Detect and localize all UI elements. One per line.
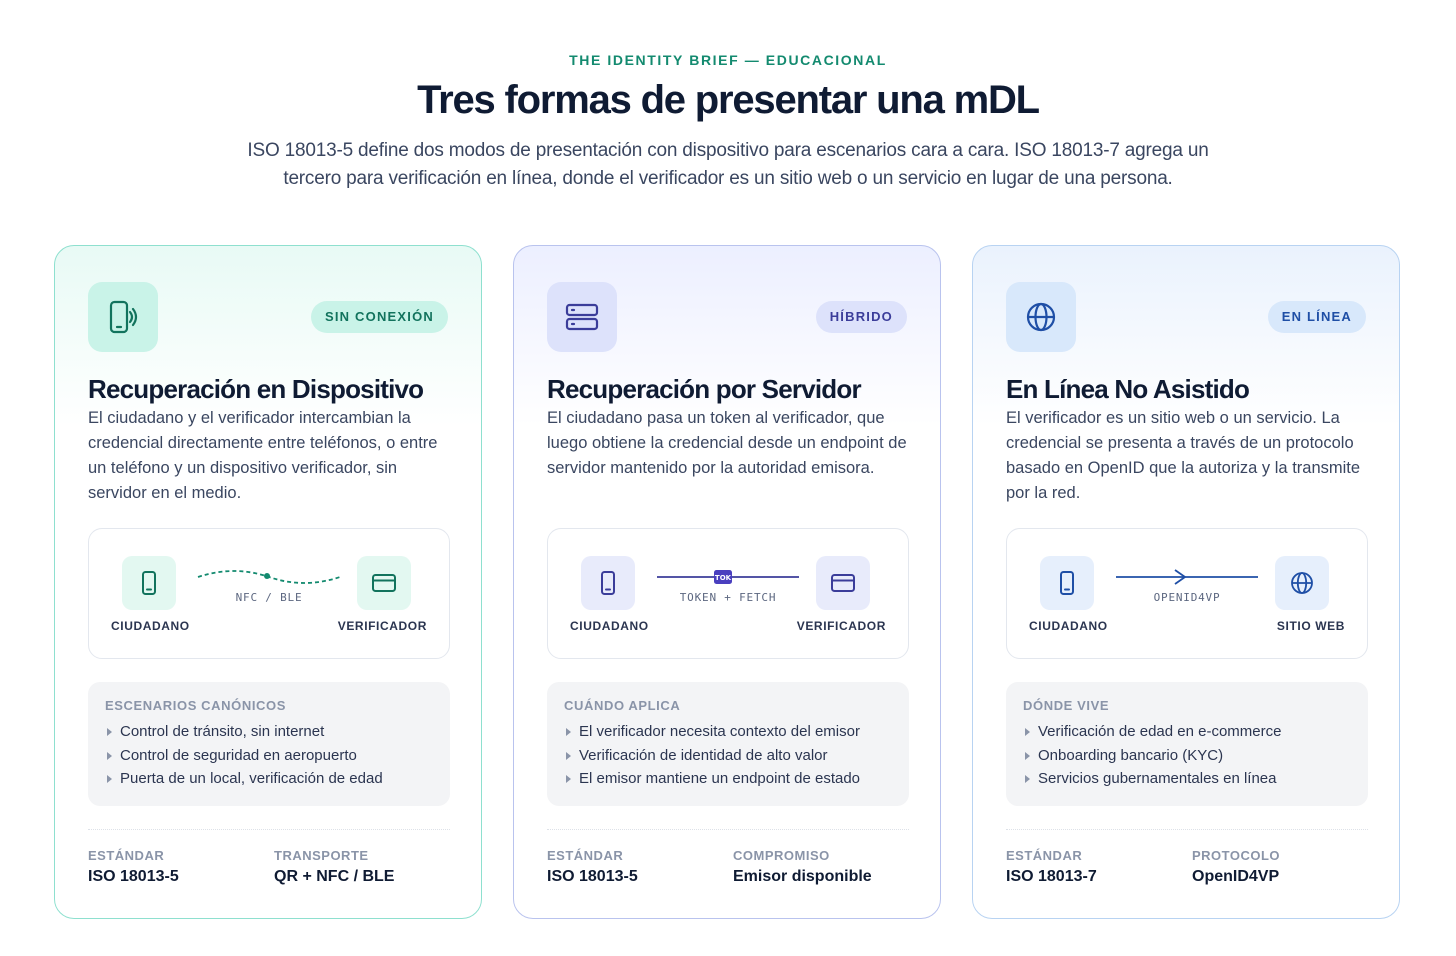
list-item: Servicios gubernamentales en línea bbox=[1023, 767, 1281, 791]
meta-key: ESTÁNDAR bbox=[547, 848, 624, 863]
phone-icon bbox=[581, 556, 635, 610]
meta-key: TRANSPORTE bbox=[274, 848, 369, 863]
card-description: El ciudadano y el verificador intercambi… bbox=[88, 409, 438, 502]
phone-icon bbox=[1040, 556, 1094, 610]
list-item: Control de tránsito, sin internet bbox=[105, 720, 383, 744]
card-title: En Línea No Asistido bbox=[1006, 374, 1250, 404]
page-title: Tres formas de presentar una mDL bbox=[417, 78, 1040, 122]
meta-value: OpenID4VP bbox=[1192, 868, 1280, 885]
meta-key: COMPROMISO bbox=[733, 848, 830, 863]
meta-value: ISO 18013-7 bbox=[1006, 868, 1097, 885]
meta-protocol: PROTOCOLO OpenID4VP bbox=[1192, 848, 1280, 886]
meta-value: ISO 18013-5 bbox=[547, 868, 638, 885]
meta-transport: TRANSPORTE QR + NFC / BLE bbox=[274, 848, 394, 886]
meta-value: Emisor disponible bbox=[733, 868, 872, 885]
divider bbox=[547, 829, 909, 830]
node-label-citizen: CIUDADANO bbox=[570, 619, 649, 633]
list-item: Onboarding bancario (KYC) bbox=[1023, 744, 1281, 768]
meta-commitment: COMPROMISO Emisor disponible bbox=[733, 848, 872, 886]
scenarios-list: Control de tránsito, sin internet Contro… bbox=[105, 720, 383, 791]
phone-nfc-icon bbox=[88, 282, 158, 352]
scenarios-box: ESCENARIOS CANÓNICOS Control de tránsito… bbox=[88, 682, 450, 806]
eyebrow-label: THE IDENTITY BRIEF — EDUCACIONAL bbox=[569, 52, 887, 68]
status-badge: SIN CONEXIÓN bbox=[310, 301, 448, 333]
status-badge: HÍBRIDO bbox=[815, 301, 907, 333]
card-icon bbox=[357, 556, 411, 610]
link-label: TOKEN + FETCH bbox=[679, 591, 777, 604]
meta-key: ESTÁNDAR bbox=[1006, 848, 1083, 863]
scenarios-title: DÓNDE VIVE bbox=[1023, 698, 1110, 713]
link-label: NFC / BLE bbox=[235, 591, 303, 604]
scenarios-box: DÓNDE VIVE Verificación de edad en e-com… bbox=[1006, 682, 1368, 806]
card-title: Recuperación en Dispositivo bbox=[88, 374, 424, 404]
token-connection-line bbox=[657, 570, 799, 584]
card-device-retrieval: SIN CONEXIÓN Recuperación en Dispositivo… bbox=[54, 245, 482, 919]
list-item: Puerta de un local, verificación de edad bbox=[105, 767, 383, 791]
node-label-citizen: CIUDADANO bbox=[111, 619, 190, 633]
node-label-verifier: VERIFICADOR bbox=[337, 619, 427, 633]
meta-key: PROTOCOLO bbox=[1192, 848, 1281, 863]
list-item: Control de seguridad en aeropuerto bbox=[105, 744, 383, 768]
scenarios-list: Verificación de edad en e-commerce Onboa… bbox=[1023, 720, 1281, 791]
list-item: Verificación de identidad de alto valor bbox=[564, 744, 860, 768]
dashed-connection-line bbox=[197, 570, 341, 584]
scenarios-box: CUÁNDO APLICA El verificador necesita co… bbox=[547, 682, 909, 806]
scenarios-list: El verificador necesita contexto del emi… bbox=[564, 720, 860, 791]
card-title: Recuperación por Servidor bbox=[547, 374, 862, 404]
server-icon bbox=[547, 282, 617, 352]
card-online-unattended: EN LÍNEA En Línea No Asistido El verific… bbox=[972, 245, 1400, 919]
flow-diagram: TOK TOKEN + FETCH CIUDADANO VERIFICADOR bbox=[547, 528, 909, 659]
link-label: OPENID4VP bbox=[1153, 591, 1221, 604]
page-subtitle: ISO 18013-5 define dos modos de presenta… bbox=[247, 140, 1209, 189]
globe-icon bbox=[1275, 556, 1329, 610]
node-label-verifier: VERIFICADOR bbox=[796, 619, 886, 633]
status-badge: EN LÍNEA bbox=[1267, 301, 1366, 333]
meta-standard: ESTÁNDAR ISO 18013-7 bbox=[1006, 848, 1097, 886]
flow-diagram: OPENID4VP CIUDADANO SITIO WEB bbox=[1006, 528, 1368, 659]
list-item: El emisor mantiene un endpoint de estado bbox=[564, 767, 860, 791]
node-label-website: SITIO WEB bbox=[1276, 619, 1345, 633]
token-tag-text: TOK bbox=[715, 574, 732, 582]
node-label-citizen: CIUDADANO bbox=[1029, 619, 1108, 633]
card-icon bbox=[816, 556, 870, 610]
list-item: Verificación de edad en e-commerce bbox=[1023, 720, 1281, 744]
arrow-connection-line bbox=[1116, 569, 1258, 585]
list-item: El verificador necesita contexto del emi… bbox=[564, 720, 860, 744]
card-description: El ciudadano pasa un token al verificado… bbox=[547, 409, 907, 477]
meta-value: ISO 18013-5 bbox=[88, 868, 179, 885]
divider bbox=[88, 829, 450, 830]
phone-icon bbox=[122, 556, 176, 610]
flow-diagram: NFC / BLE CIUDADANO VERIFICADOR bbox=[88, 528, 450, 659]
card-description: El verificador es un sitio web o un serv… bbox=[1006, 409, 1361, 502]
meta-key: ESTÁNDAR bbox=[88, 848, 165, 863]
meta-value: QR + NFC / BLE bbox=[274, 868, 395, 885]
card-server-retrieval: HÍBRIDO Recuperación por Servidor El ciu… bbox=[513, 245, 941, 919]
token-tag: TOK bbox=[715, 574, 732, 582]
meta-standard: ESTÁNDAR ISO 18013-5 bbox=[547, 848, 638, 886]
divider bbox=[1006, 829, 1368, 830]
scenarios-title: CUÁNDO APLICA bbox=[564, 698, 681, 713]
meta-standard: ESTÁNDAR ISO 18013-5 bbox=[88, 848, 179, 886]
scenarios-title: ESCENARIOS CANÓNICOS bbox=[105, 698, 287, 713]
globe-icon bbox=[1006, 282, 1076, 352]
